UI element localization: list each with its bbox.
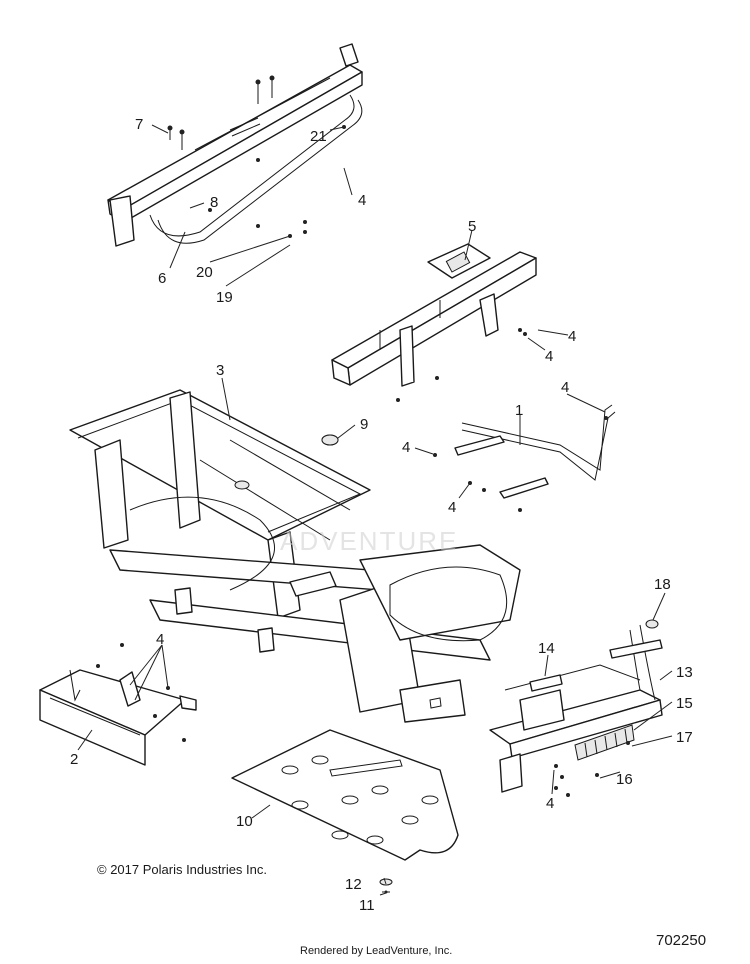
callout-9: 9 — [360, 416, 368, 433]
rendered-by-credit: Rendered by LeadVenture, Inc. — [300, 945, 453, 957]
callout-12: 12 — [345, 876, 362, 893]
part-2-floor-panel — [39, 643, 197, 766]
callout-6: 6 — [158, 270, 166, 287]
part-12-plug — [379, 878, 393, 894]
watermark: ADVENTURE — [280, 526, 459, 556]
part-14-bracket — [529, 674, 563, 692]
part-18-cap — [645, 619, 659, 629]
callout-19: 19 — [216, 289, 233, 306]
part-6-rack-assembly — [107, 43, 363, 247]
leader-lines — [77, 124, 673, 896]
callout-4: 4 — [402, 439, 410, 456]
callout-4: 4 — [448, 499, 456, 516]
callout-8: 8 — [210, 194, 218, 211]
callout-7: 7 — [135, 116, 143, 133]
callout-10: 10 — [236, 813, 253, 830]
part-5-cross-member — [331, 243, 537, 402]
callout-20: 20 — [196, 264, 213, 281]
callout-5: 5 — [468, 218, 476, 235]
part-15-grille — [574, 724, 635, 761]
callout-16: 16 — [616, 771, 633, 788]
part-3-main-frame — [69, 389, 521, 723]
callout-labels: 7 21 8 4 6 20 19 5 4 4 3 9 4 1 4 4 4 18 … — [70, 116, 693, 914]
callout-2: 2 — [70, 751, 78, 768]
callout-4: 4 — [358, 192, 366, 209]
callout-18: 18 — [654, 576, 671, 593]
callout-4: 4 — [156, 631, 164, 648]
part-9-plug — [321, 434, 339, 446]
part-10-skid-plate — [231, 729, 459, 861]
callout-21: 21 — [310, 128, 327, 145]
part-16-fasteners — [554, 741, 630, 797]
callout-4: 4 — [568, 328, 576, 345]
part-13-bumper — [489, 624, 663, 793]
callout-3: 3 — [216, 362, 224, 379]
callout-4: 4 — [546, 795, 554, 812]
diagram-id: 702250 — [656, 932, 707, 949]
callout-11: 11 — [359, 897, 375, 914]
part-1-support-bracket — [433, 404, 616, 512]
callout-15: 15 — [676, 695, 693, 712]
callout-14: 14 — [538, 640, 555, 657]
callout-17: 17 — [676, 729, 693, 746]
callout-4: 4 — [545, 348, 553, 365]
callout-4: 4 — [561, 379, 569, 396]
copyright-notice: © 2017 Polaris Industries Inc. — [97, 862, 267, 877]
callout-13: 13 — [676, 664, 693, 681]
callout-1: 1 — [515, 402, 523, 419]
